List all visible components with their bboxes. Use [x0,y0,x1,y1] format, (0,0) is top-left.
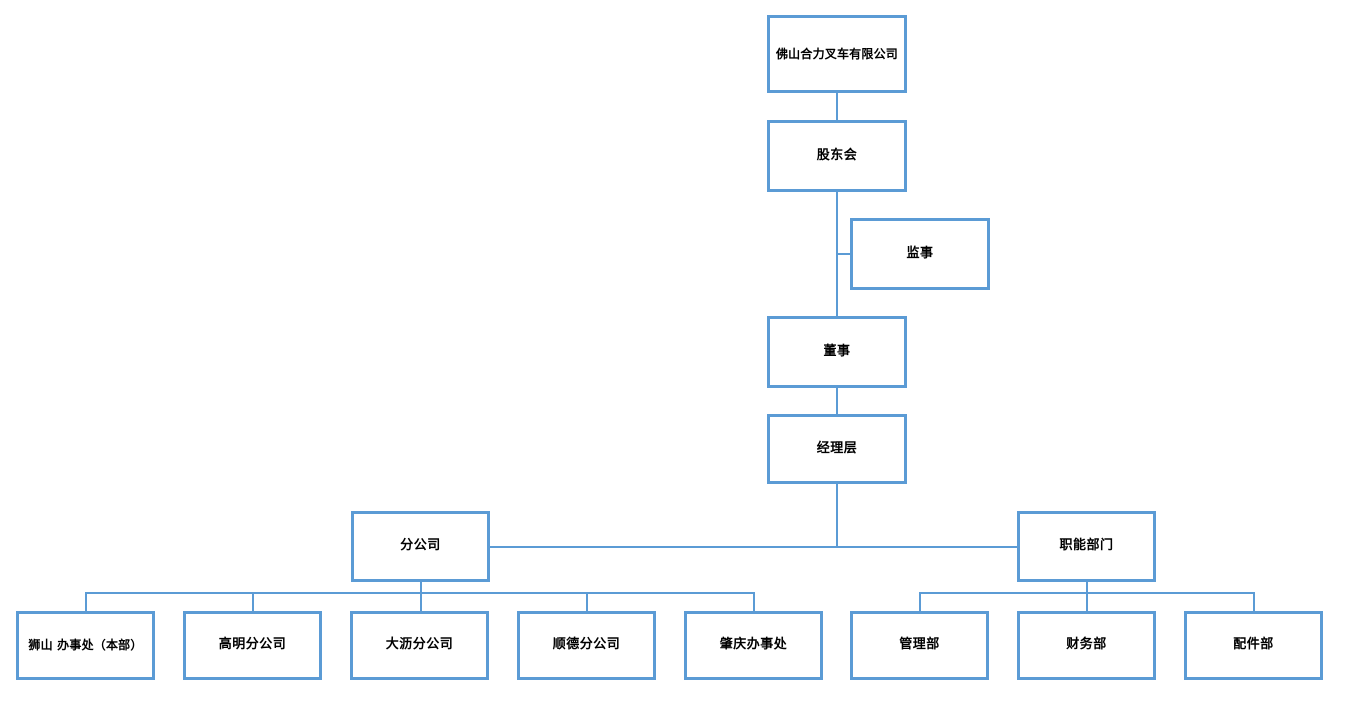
node-director-label: 董事 [823,343,851,359]
node-shareholders[interactable]: 股东会 [767,120,907,192]
connector-branchgroup-drop [420,582,422,593]
node-branch-2[interactable]: 高明分公司 [183,611,322,680]
connector-branch-distributor-bar-ext [586,592,754,594]
connector-dept-2-drop [1086,592,1088,611]
connector-company-to-shareholders [836,93,838,120]
connector-dept-1-drop [919,592,921,611]
node-dept-1-label: 管理部 [899,637,940,653]
node-management[interactable]: 经理层 [767,414,907,484]
node-branch-5-label: 肇庆办事处 [719,637,788,653]
node-supervisor[interactable]: 监事 [850,218,990,290]
connector-branch-2-drop [252,592,254,611]
node-dept-3[interactable]: 配件部 [1184,611,1323,680]
connector-branch-5-drop [753,592,755,611]
connector-director-to-management [836,388,838,414]
connector-management-to-split [836,484,838,546]
node-shareholders-label: 股东会 [816,147,858,163]
node-branch-group[interactable]: 分公司 [351,511,490,582]
connector-branch-4-drop [586,592,588,611]
node-dept-2[interactable]: 财务部 [1017,611,1156,680]
node-function-group-label: 职能部门 [1059,538,1114,554]
node-branch-4[interactable]: 顺德分公司 [517,611,656,680]
node-director[interactable]: 董事 [767,316,907,388]
connector-dept-3-drop [1253,592,1255,611]
node-branch-1[interactable]: 狮山 办事处（本部） [16,611,155,680]
node-branch-group-label: 分公司 [400,538,441,554]
node-branch-5[interactable]: 肇庆办事处 [684,611,823,680]
connector-trunk-to-supervisor [836,253,851,255]
connector-functiongroup-drop [1086,582,1088,593]
connector-branch-3-drop [420,592,422,611]
node-supervisor-label: 监事 [906,245,934,261]
node-branch-1-label: 狮山 办事处（本部） [28,638,143,652]
connector-split-bar [490,546,1018,548]
node-dept-1[interactable]: 管理部 [850,611,989,680]
node-management-label: 经理层 [816,440,858,456]
node-dept-3-label: 配件部 [1233,637,1274,653]
connector-branch-distributor-bar [85,592,588,594]
node-dept-2-label: 财务部 [1066,637,1107,653]
connector-branch-1-drop [85,592,87,611]
node-company[interactable]: 佛山合力叉车有限公司 [767,15,907,93]
node-branch-3-label: 大沥分公司 [385,637,454,653]
node-branch-4-label: 顺德分公司 [552,637,621,653]
node-branch-3[interactable]: 大沥分公司 [350,611,489,680]
node-company-label: 佛山合力叉车有限公司 [775,46,898,61]
node-branch-2-label: 高明分公司 [218,637,287,653]
node-function-group[interactable]: 职能部门 [1017,511,1156,582]
